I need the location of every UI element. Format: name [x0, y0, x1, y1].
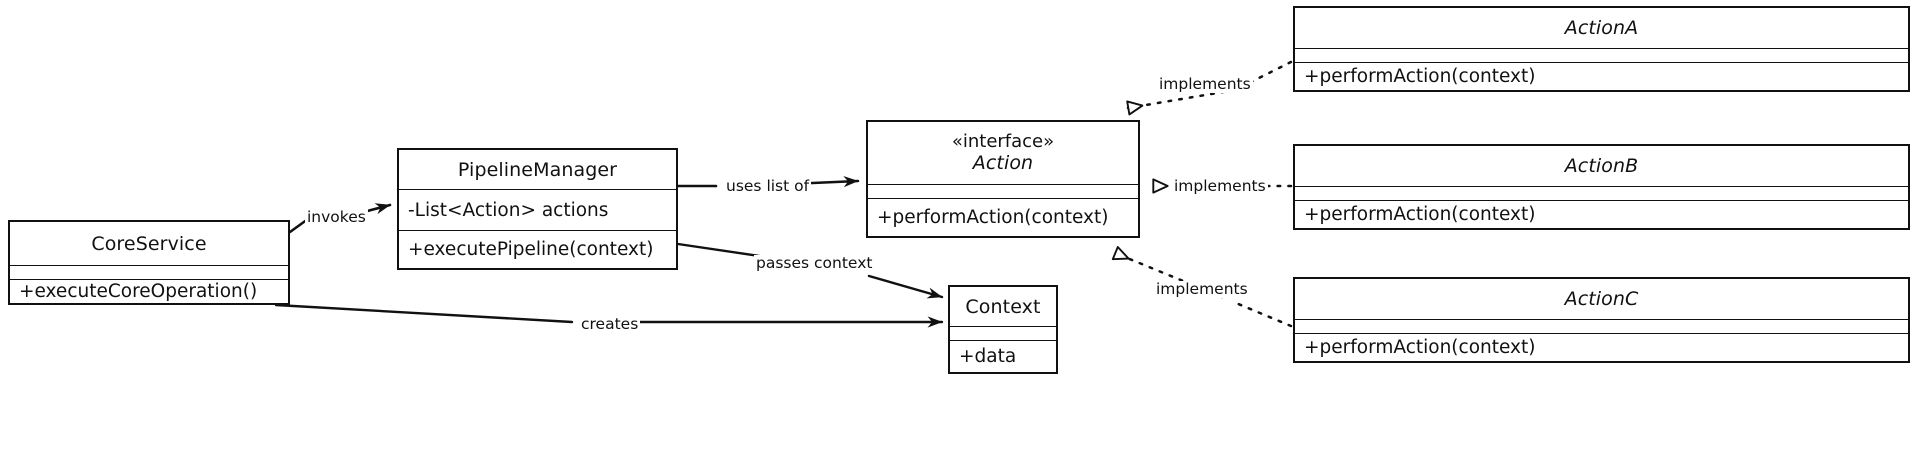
class-attributes-compartment	[868, 185, 1138, 199]
class-methods-compartment: +performAction(context)	[1295, 201, 1908, 228]
class-method: +performAction(context)	[877, 207, 1109, 228]
class-title-compartment: CoreService	[10, 222, 288, 266]
class-box-action-a[interactable]: ActionA +performAction(context)	[1293, 6, 1910, 92]
class-box-action-interface[interactable]: «interface» Action +performAction(contex…	[866, 120, 1140, 238]
class-box-core-service[interactable]: CoreService +executeCoreOperation()	[8, 220, 290, 305]
class-attribute: -List<Action> actions	[408, 199, 609, 221]
class-method: +executeCoreOperation()	[19, 281, 258, 302]
edge-label-implements-a: implements	[1157, 75, 1253, 94]
class-method: +performAction(context)	[1304, 204, 1536, 225]
class-method: +performAction(context)	[1304, 337, 1536, 358]
class-methods-compartment: +performAction(context)	[1295, 63, 1908, 90]
class-name: PipelineManager	[457, 158, 618, 181]
class-method: +performAction(context)	[1304, 66, 1536, 87]
class-attributes-compartment	[1295, 320, 1908, 334]
edge-label-invokes: invokes	[305, 208, 368, 227]
edge-label-uses-list-of: uses list of	[724, 177, 812, 196]
class-title-compartment: «interface» Action	[868, 122, 1138, 185]
class-name: ActionC	[1564, 288, 1639, 310]
class-box-action-b[interactable]: ActionB +performAction(context)	[1293, 144, 1910, 230]
class-methods-compartment: +data	[950, 341, 1056, 372]
edge-label-implements-c: implements	[1154, 280, 1250, 299]
class-attributes-compartment	[10, 266, 288, 280]
class-title-compartment: Context	[950, 287, 1056, 327]
class-method: +data	[959, 346, 1017, 367]
class-title-compartment: PipelineManager	[399, 150, 676, 190]
class-attributes-compartment	[950, 327, 1056, 341]
class-methods-compartment: +executeCoreOperation()	[10, 280, 288, 303]
edge-label-implements-b: implements	[1172, 177, 1268, 196]
edge-creates	[274, 303, 942, 322]
class-attributes-compartment	[1295, 187, 1908, 201]
class-name: CoreService	[91, 232, 207, 255]
class-title-compartment: ActionB	[1295, 146, 1908, 187]
class-title-compartment: ActionA	[1295, 8, 1908, 49]
class-box-action-c[interactable]: ActionC +performAction(context)	[1293, 277, 1910, 363]
class-attributes-compartment: -List<Action> actions	[399, 190, 676, 231]
class-title-compartment: ActionC	[1295, 279, 1908, 320]
edge-label-passes-context: passes context	[754, 254, 875, 273]
edge-implements-c	[1115, 253, 1293, 328]
edge-label-creates: creates	[579, 315, 641, 334]
class-attributes-compartment	[1295, 49, 1908, 63]
class-methods-compartment: +executePipeline(context)	[399, 231, 676, 268]
class-methods-compartment: +performAction(context)	[868, 199, 1138, 236]
class-name: ActionB	[1564, 155, 1639, 177]
class-name: Action	[972, 152, 1034, 175]
class-method: +executePipeline(context)	[408, 239, 654, 260]
edge-implements-a	[1128, 60, 1293, 108]
class-name: Context	[965, 295, 1041, 318]
class-box-pipeline-manager[interactable]: PipelineManager -List<Action> actions +e…	[397, 148, 678, 270]
class-stereotype: «interface»	[951, 130, 1055, 152]
class-name: ActionA	[1564, 17, 1639, 39]
class-methods-compartment: +performAction(context)	[1295, 334, 1908, 361]
class-box-context[interactable]: Context +data	[948, 285, 1058, 374]
